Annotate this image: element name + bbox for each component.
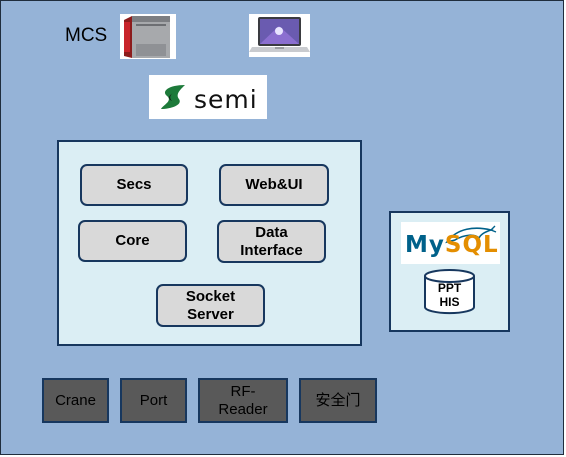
socket-server-module: Socket Server xyxy=(156,284,265,327)
semi-logo-text: semi xyxy=(194,85,258,114)
mysql-logo xyxy=(401,222,500,264)
semi-logo xyxy=(149,75,267,119)
dolphin-icon xyxy=(445,225,497,244)
mcs-label: MCS xyxy=(65,25,108,46)
safety-door-label: 安全门 xyxy=(315,391,361,409)
server-icon xyxy=(120,14,176,59)
core-module-label: Core xyxy=(115,232,150,249)
his-label: HIS xyxy=(439,295,460,309)
secs-module: Secs xyxy=(80,164,188,206)
mysql-logo-text: MySQL xyxy=(405,232,499,258)
data-interface-module: Data Interface xyxy=(217,220,326,263)
socket-server-label-line2: Server xyxy=(187,305,234,323)
secs-module-label: Secs xyxy=(116,176,152,193)
rf-reader-label-line2: Reader xyxy=(218,400,268,418)
data-interface-label-line2: Interface xyxy=(240,241,303,259)
ppt-his-label: PPT HIS xyxy=(423,281,476,309)
port-label: Port xyxy=(139,391,168,409)
data-interface-label-line1: Data xyxy=(255,223,288,241)
ppt-label: PPT xyxy=(437,281,462,295)
crane-label: Crane xyxy=(55,391,96,409)
port-device: Port xyxy=(120,378,187,423)
rf-reader-label-line1: RF- xyxy=(230,382,256,400)
core-module: Core xyxy=(78,220,187,262)
crane-device: Crane xyxy=(42,378,109,423)
semi-swoosh-icon xyxy=(161,85,185,109)
webui-module: Web&UI xyxy=(219,164,329,206)
socket-server-label-line1: Socket xyxy=(185,287,236,305)
safety-door-device: 安全门 xyxy=(299,378,377,423)
rf-reader-device: RF- Reader xyxy=(198,378,288,423)
webui-module-label: Web&UI xyxy=(245,176,303,193)
laptop-icon xyxy=(249,14,310,57)
ppt-his-database-cylinder xyxy=(424,269,475,315)
